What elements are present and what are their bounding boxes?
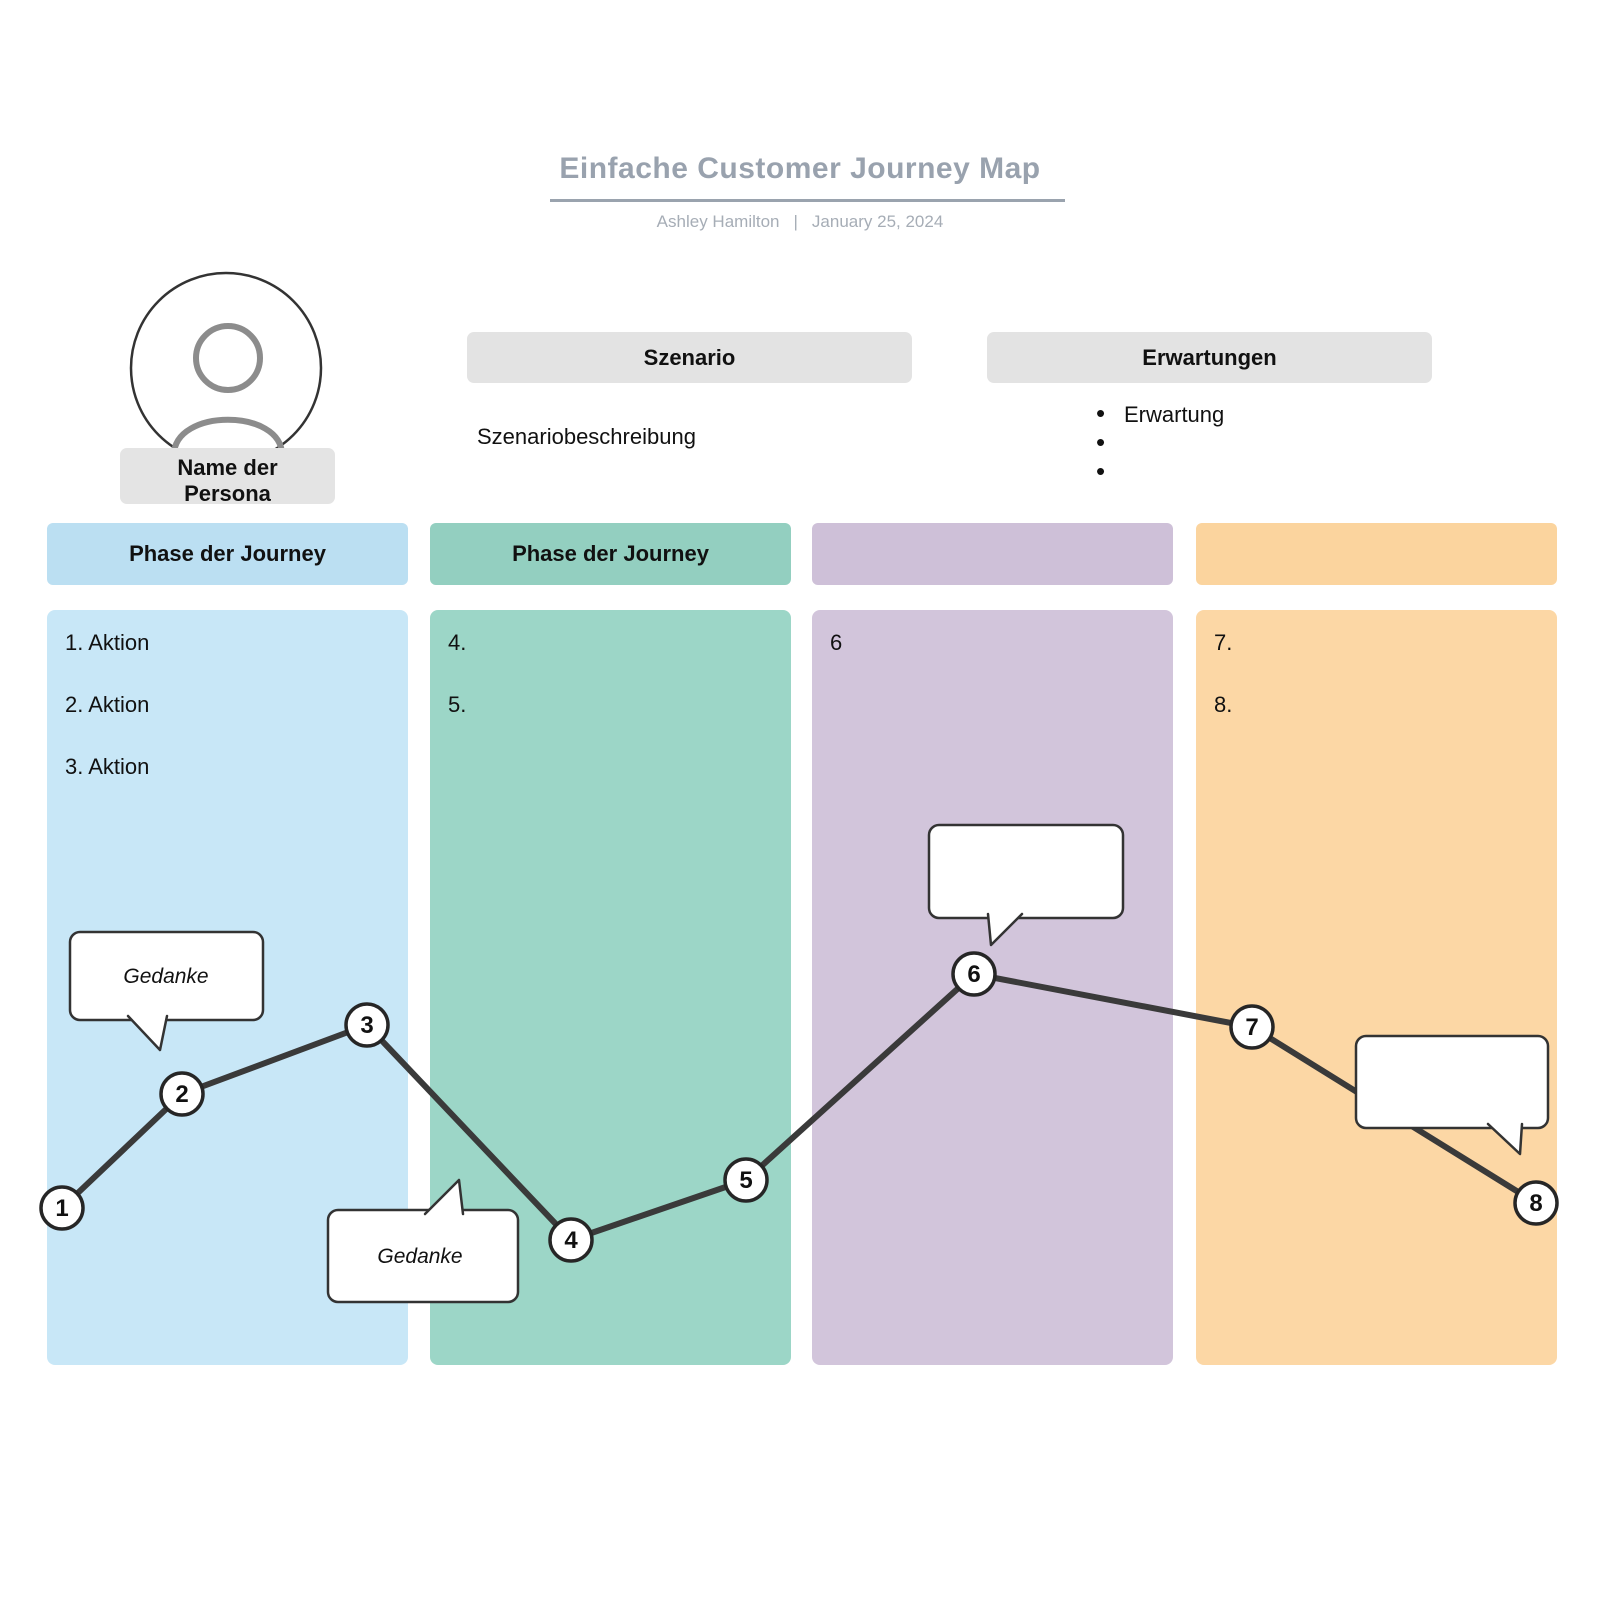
page-title[interactable]: Einfache Customer Journey Map <box>559 152 1041 185</box>
action-item: 6 <box>830 630 843 655</box>
expectation-item <box>1096 428 1224 458</box>
expectation-item <box>1096 457 1224 487</box>
expectations-header[interactable]: Erwartungen <box>987 332 1432 383</box>
action-item: 7. <box>1214 630 1233 655</box>
action-item: 8. <box>1214 692 1233 717</box>
journey-point-label: 2 <box>175 1081 188 1108</box>
bubble-label: Gedanke <box>377 1245 462 1268</box>
action-item: 1. Aktion <box>65 630 150 655</box>
expectations-list[interactable]: Erwartung <box>1096 399 1224 487</box>
journey-point-label: 4 <box>564 1227 578 1254</box>
expectation-item: Erwartung <box>1096 399 1224 429</box>
speech-bubble-empty-1[interactable] <box>927 823 1125 947</box>
action-item: 4. <box>448 630 467 655</box>
persona-name-text: Name der Persona <box>177 455 278 506</box>
phase-header-1[interactable]: Phase der Journey <box>47 523 408 585</box>
subtitle-separator: | <box>793 212 798 231</box>
journey-points: 1 2 3 4 5 6 7 8 <box>39 951 1559 1263</box>
speech-bubble-empty-2[interactable] <box>1354 1034 1550 1156</box>
journey-point-5[interactable] <box>723 1157 769 1203</box>
person-icon <box>171 323 285 458</box>
bubble-label: Gedanke <box>123 965 208 988</box>
phase-body-4[interactable]: 7. 8. <box>1196 610 1557 1365</box>
action-item: 5. <box>448 692 467 717</box>
bubble-body <box>326 1208 520 1304</box>
persona-name-label[interactable]: Name der Persona <box>120 448 335 506</box>
title-underline <box>550 199 1065 202</box>
journey-point-label: 7 <box>1245 1014 1258 1041</box>
journey-point-label: 1 <box>55 1195 68 1222</box>
journey-point-label: 6 <box>967 961 980 988</box>
action-item: 3. Aktion <box>65 754 150 779</box>
phase-body-3[interactable]: 6 <box>812 610 1173 1365</box>
journey-point-1[interactable] <box>39 1185 85 1231</box>
bubble-body <box>1354 1034 1550 1130</box>
bubble-tail <box>423 1178 465 1216</box>
bubble-body <box>927 823 1125 920</box>
date-text: January 25, 2024 <box>811 212 944 231</box>
journey-point-7[interactable] <box>1229 1004 1275 1050</box>
journey-line <box>59 971 1539 1243</box>
page-subtitle[interactable]: Ashley Hamilton | January 25, 2024 <box>0 212 1600 232</box>
scenario-description[interactable]: Szenariobeschreibung <box>477 424 696 449</box>
phase-header-3[interactable] <box>812 523 1173 585</box>
scenario-header[interactable]: Szenario <box>467 332 912 383</box>
journey-point-6[interactable] <box>951 951 997 997</box>
bubble-tail <box>126 1014 169 1052</box>
journey-point-4[interactable] <box>548 1217 594 1263</box>
author-name: Ashley Hamilton <box>656 212 780 231</box>
journey-point-label: 3 <box>360 1012 373 1039</box>
speech-bubble-thought-1[interactable]: Gedanke <box>68 930 265 1052</box>
phase-header-4[interactable] <box>1196 523 1557 585</box>
journey-point-8[interactable] <box>1513 1180 1559 1226</box>
journey-point-3[interactable] <box>344 1002 390 1048</box>
phase-header-2[interactable]: Phase der Journey <box>430 523 791 585</box>
journey-point-label: 8 <box>1529 1190 1542 1217</box>
action-item: 2. Aktion <box>65 692 150 717</box>
bubble-tail <box>1486 1122 1524 1156</box>
journey-point-2[interactable] <box>159 1071 205 1117</box>
speech-bubble-thought-2[interactable]: Gedanke <box>326 1178 520 1304</box>
bubble-tail <box>986 912 1024 947</box>
journey-point-label: 5 <box>739 1167 752 1194</box>
